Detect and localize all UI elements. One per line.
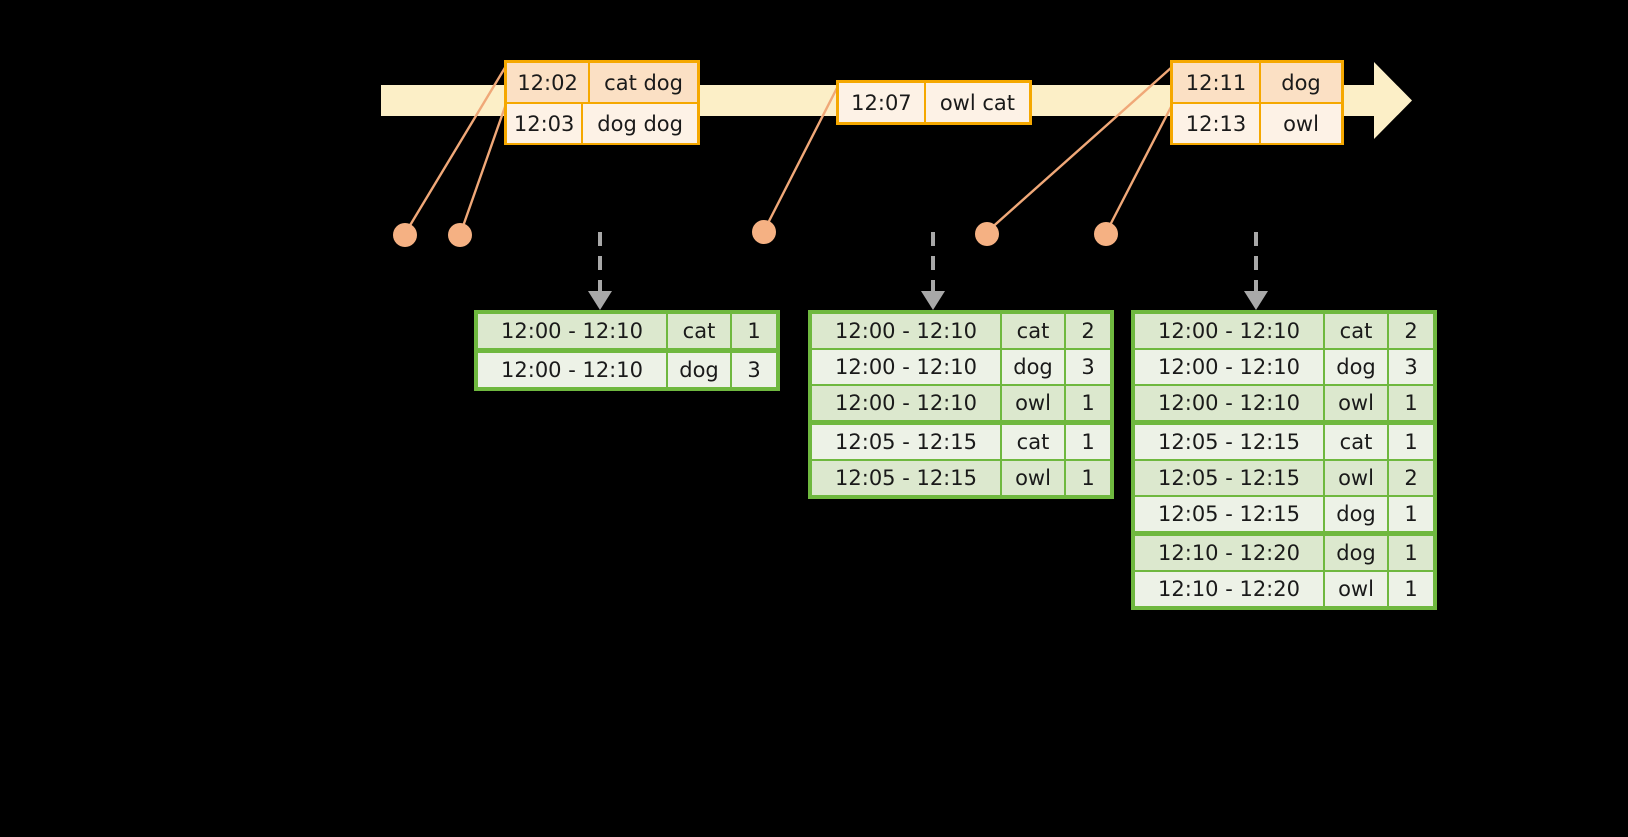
table-row: 12:00 - 12:10 owl 1 [1135, 386, 1433, 420]
cell-count: 1 [1389, 425, 1433, 459]
cell-count: 3 [1066, 350, 1110, 384]
event-time: 12:07 [839, 83, 926, 122]
cell-window: 12:05 - 12:15 [1135, 461, 1323, 495]
event-box-2: 12:07 owl cat [836, 80, 1032, 125]
event-words: dog dog [583, 104, 697, 143]
cell-count: 2 [1066, 314, 1110, 348]
event-row: 12:02 cat dog [507, 63, 697, 102]
table-row: 12:05 - 12:15 owl 1 [812, 461, 1110, 495]
table-row: 12:05 - 12:15 dog 1 [1135, 497, 1433, 531]
cell-word: cat [1002, 425, 1064, 459]
dot-1211 [975, 222, 999, 246]
event-row: 12:03 dog dog [507, 102, 697, 143]
cell-window: 12:05 - 12:15 [1135, 497, 1323, 531]
table-row: 12:10 - 12:20 dog 1 [1135, 536, 1433, 570]
table-row: 12:00 - 12:10 cat 2 [1135, 314, 1433, 348]
dot-1203 [448, 223, 472, 247]
cell-word: cat [1002, 314, 1064, 348]
event-time: 12:02 [507, 63, 591, 102]
dot-1213 [1094, 222, 1118, 246]
connector-line-1202 [404, 64, 508, 234]
result-table-2: 12:00 - 12:10 cat 2 12:00 - 12:10 dog 3 … [808, 310, 1114, 499]
cell-window: 12:00 - 12:10 [1135, 386, 1323, 420]
cell-window: 12:00 - 12:10 [812, 386, 1000, 420]
event-box-3: 12:11 dog 12:13 owl [1170, 60, 1344, 145]
event-time: 12:13 [1173, 104, 1261, 143]
event-box-1: 12:02 cat dog 12:03 dog dog [504, 60, 700, 145]
cell-window: 12:05 - 12:15 [812, 461, 1000, 495]
cell-count: 1 [1389, 386, 1433, 420]
event-words: owl [1261, 104, 1341, 143]
cell-word: dog [1325, 497, 1387, 531]
event-time: 12:11 [1173, 63, 1261, 102]
cell-word: owl [1002, 461, 1064, 495]
result-arrows [588, 232, 1268, 310]
cell-word: dog [1325, 536, 1387, 570]
table-row: 12:05 - 12:15 cat 1 [1135, 425, 1433, 459]
cell-window: 12:10 - 12:20 [1135, 536, 1323, 570]
cell-window: 12:10 - 12:20 [1135, 572, 1323, 606]
cell-word: cat [668, 314, 730, 348]
cell-word: owl [1325, 386, 1387, 420]
cell-count: 1 [1066, 386, 1110, 420]
table-row: 12:05 - 12:15 owl 2 [1135, 461, 1433, 495]
table-row: 12:00 - 12:10 dog 3 [812, 350, 1110, 384]
cell-count: 1 [1389, 497, 1433, 531]
result-table-3: 12:00 - 12:10 cat 2 12:00 - 12:10 dog 3 … [1131, 310, 1437, 610]
cell-window: 12:05 - 12:15 [812, 425, 1000, 459]
arrow-head-2 [921, 291, 945, 310]
cell-word: owl [1325, 572, 1387, 606]
event-row: 12:11 dog [1173, 63, 1341, 102]
table-row: 12:00 - 12:10 cat 1 [478, 314, 776, 348]
event-words: dog [1261, 63, 1341, 102]
cell-count: 1 [1066, 425, 1110, 459]
cell-count: 1 [1389, 536, 1433, 570]
event-time: 12:03 [507, 104, 584, 143]
connector-line-1213 [1105, 103, 1174, 233]
cell-word: dog [1325, 350, 1387, 384]
connector-lines [404, 64, 1174, 234]
cell-count: 3 [1389, 350, 1433, 384]
table-row: 12:00 - 12:10 dog 3 [1135, 350, 1433, 384]
cell-window: 12:00 - 12:10 [1135, 314, 1323, 348]
cell-word: dog [668, 353, 730, 387]
cell-count: 2 [1389, 461, 1433, 495]
event-words: cat dog [590, 63, 697, 102]
event-row: 12:07 owl cat [839, 83, 1029, 122]
connector-dots [393, 220, 1118, 247]
cell-count: 3 [732, 353, 776, 387]
event-words: owl cat [925, 83, 1029, 122]
table-row: 12:10 - 12:20 owl 1 [1135, 572, 1433, 606]
arrow-head-1 [588, 291, 612, 310]
cell-count: 1 [1389, 572, 1433, 606]
connector-line-1211 [986, 65, 1174, 233]
arrow-head-3 [1244, 291, 1268, 310]
cell-word: cat [1325, 314, 1387, 348]
table-row: 12:05 - 12:15 cat 1 [812, 425, 1110, 459]
cell-count: 1 [732, 314, 776, 348]
table-row: 12:00 - 12:10 cat 2 [812, 314, 1110, 348]
cell-window: 12:00 - 12:10 [812, 350, 1000, 384]
cell-count: 2 [1389, 314, 1433, 348]
table-row: 12:00 - 12:10 owl 1 [812, 386, 1110, 420]
cell-window: 12:05 - 12:15 [1135, 425, 1323, 459]
dot-1207 [752, 220, 776, 244]
connector-line-1207 [763, 84, 840, 231]
event-row: 12:13 owl [1173, 102, 1341, 143]
cell-window: 12:00 - 12:10 [478, 353, 666, 387]
connector-line-1203 [459, 102, 508, 234]
cell-count: 1 [1066, 461, 1110, 495]
cell-word: dog [1002, 350, 1064, 384]
cell-window: 12:00 - 12:10 [812, 314, 1000, 348]
cell-word: owl [1002, 386, 1064, 420]
cell-window: 12:00 - 12:10 [478, 314, 666, 348]
cell-word: owl [1325, 461, 1387, 495]
cell-window: 12:00 - 12:10 [1135, 350, 1323, 384]
dot-1202 [393, 223, 417, 247]
cell-word: cat [1325, 425, 1387, 459]
table-row: 12:00 - 12:10 dog 3 [478, 353, 776, 387]
result-table-1: 12:00 - 12:10 cat 1 12:00 - 12:10 dog 3 [474, 310, 780, 391]
